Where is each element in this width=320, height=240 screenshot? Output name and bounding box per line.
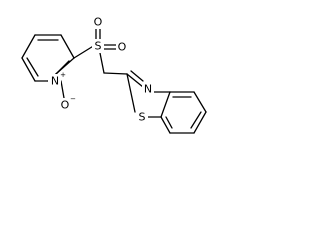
benzothiazole-ring [126, 70, 207, 134]
bond-py-c5-c6 [21, 57, 36, 82]
charge-pyridine-n: + [60, 71, 66, 79]
atom-thiazole-n: N [144, 83, 152, 96]
sulfonyl-group [73, 27, 128, 75]
atom-n-oxide-o-label: O [61, 99, 70, 112]
atom-sulfonyl-s: S [95, 40, 102, 53]
atom-thiazole-s: S [139, 111, 146, 124]
atom-sulfonyl-o-top: O [94, 16, 103, 29]
bond-bz-5 [160, 116, 171, 134]
molecule-structure: S O O N + − O − N S [21, 15, 207, 134]
bond-bz-5-double [165, 116, 173, 129]
bond-bz-2 [193, 91, 207, 113]
bond-c2-n3 [126, 73, 144, 88]
bond-s-ch2 [99, 52, 105, 74]
bond-py-c5-c6-double [26, 57, 39, 77]
bond-py-c2-c3 [60, 34, 75, 59]
atom-labels: S O O N + − O − N S [48, 15, 154, 124]
atom-pyridine-n: N [51, 75, 59, 88]
bond-py-c4-c5 [21, 34, 36, 59]
bond-bz-3-double [190, 111, 202, 129]
bond-c2-n3-double [130, 70, 144, 82]
bond-ch2-thiazole [103, 72, 128, 75]
bond-bz-3 [193, 111, 207, 134]
bond-c3a-c7a [160, 91, 171, 118]
charge-n-oxide-o: − [70, 95, 76, 103]
atom-sulfonyl-o-right: O [118, 41, 127, 54]
bond-n-oxide [60, 80, 65, 99]
bond-c2-s [73, 44, 96, 59]
bond-s1-c2 [126, 73, 136, 113]
